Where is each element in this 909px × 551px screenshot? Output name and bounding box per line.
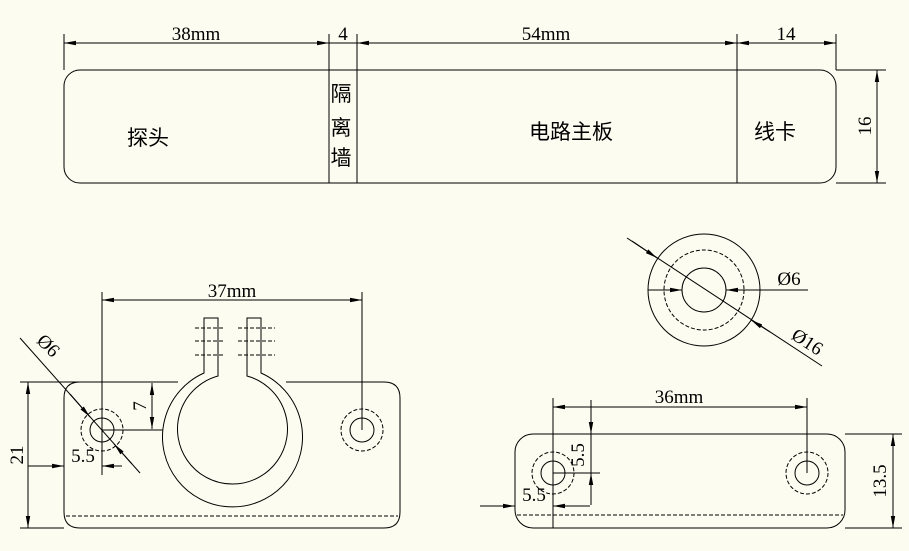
base-plate-outline <box>514 433 846 529</box>
clamp-plate-outline <box>63 381 401 529</box>
dim-offset-h-label: 5.5 <box>71 446 95 467</box>
dim-offset-h-label: 5.5 <box>522 485 546 506</box>
section-wall-char: 离 <box>331 116 352 140</box>
section-probe-label: 探头 <box>127 126 169 150</box>
clamp-ring <box>162 317 303 508</box>
section-clip-label: 线卡 <box>754 120 796 144</box>
dim-probe-label: 38mm <box>172 24 221 45</box>
washer-inner <box>681 267 727 313</box>
dim-offset-v-label: 5.5 <box>568 443 589 467</box>
washer-view: Ø6 Ø16 <box>626 233 827 367</box>
housing-outline <box>63 69 837 184</box>
dim-height-label: 16 <box>855 117 876 136</box>
hatch-lines <box>195 327 275 356</box>
top-assembly-view: 38mm 4 54mm 14 16 探头 隔 离 墙 电路主板 线卡 <box>63 24 886 184</box>
dim-clip-label: 14 <box>777 24 797 45</box>
dim-span-label: 37mm <box>208 281 257 302</box>
outer-dia-label: Ø16 <box>788 325 827 360</box>
dim-offset-v-label: 7 <box>130 401 151 411</box>
section-wall-char: 墙 <box>331 146 352 170</box>
dim-board-label: 54mm <box>522 24 571 45</box>
section-board-label: 电路主板 <box>529 120 613 144</box>
inner-dia-label: Ø6 <box>777 269 800 290</box>
dim-wall-label: 4 <box>338 24 348 45</box>
section-wall-char: 隔 <box>331 82 352 106</box>
extension-lines <box>63 34 886 184</box>
dim-span-label: 36mm <box>655 387 704 408</box>
dim-line-outer <box>626 237 823 367</box>
base-view: 36mm 5.5 5.5 13.5 <box>480 387 902 529</box>
dim-height-label: 13.5 <box>870 464 891 497</box>
dim-height-label: 21 <box>7 446 28 465</box>
clamp-view: 37mm 21 7 5.5 Ø6 <box>7 281 401 529</box>
